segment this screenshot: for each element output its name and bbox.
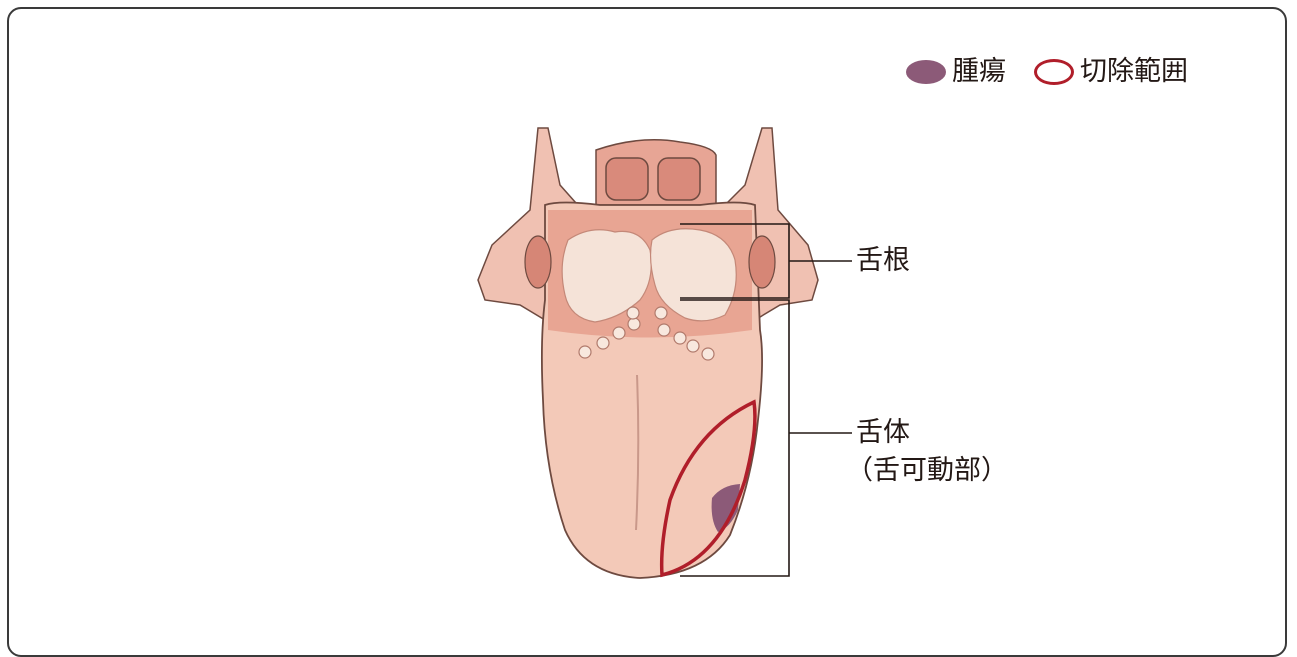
legend-item-tumor: 腫瘍 (906, 56, 1006, 88)
label-tongue-body-sub: （舌可動部） (846, 454, 1008, 488)
vallecula-right (658, 158, 700, 200)
label-tongue-base: 舌根 (856, 244, 910, 278)
tongue-illustration (0, 0, 1297, 643)
legend: 腫瘍 切除範囲 (906, 56, 1188, 88)
legend-tumor-label: 腫瘍 (952, 56, 1006, 88)
right-tonsil (749, 236, 775, 288)
resection-outline-icon (1034, 59, 1074, 85)
legend-item-resection: 切除範囲 (1006, 56, 1188, 88)
label-tongue-body: 舌体 (856, 416, 910, 450)
left-tonsil (525, 236, 551, 288)
tumor-swatch-icon (906, 60, 946, 84)
vallecula-left (606, 158, 648, 200)
legend-resection-label: 切除範囲 (1080, 56, 1188, 88)
